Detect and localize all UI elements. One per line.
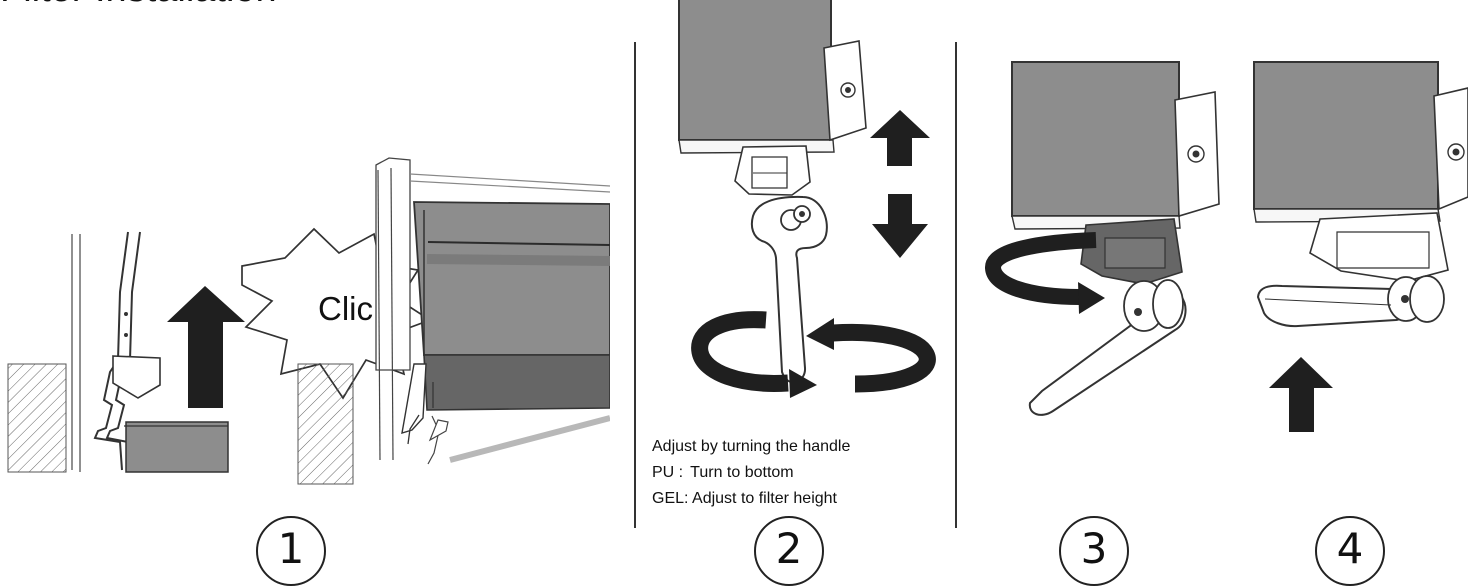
step-4-badge: 4 [1315,516,1385,586]
instructions-block: Adjust by turning the handle PU : Turn t… [652,434,850,512]
step-4-diagram [1246,54,1468,444]
instruction-line-3: GEL: Adjust to filter height [652,486,850,512]
clic-callout-text: Clic [318,290,373,327]
filter-housing [1011,61,1220,285]
up-arrow-icon [1269,357,1333,432]
up-arrow-icon [870,110,930,166]
rotate-right-arrow-icon [806,318,936,393]
step-3-diagram [984,54,1220,434]
instruction-line-2: PU : Turn to bottom [652,460,850,486]
step-1-diagram [0,150,610,490]
instruction-value-pu: Turn to bottom [690,464,794,481]
right-bracket-assembly [297,157,610,485]
up-arrow-icon [167,286,245,408]
step-1-badge: 1 [256,516,326,586]
down-arrow-icon [872,194,928,258]
divider-left [634,42,636,528]
filter-housing [678,0,867,196]
rotated-handle [1028,279,1187,416]
page-title: Filter Installation [0,0,277,11]
step-3-badge: 3 [1059,516,1129,586]
instruction-key-pu: PU : [652,464,684,481]
rotate-arrow-icon [985,232,1105,314]
instruction-key-gel: GEL: [652,490,689,507]
instruction-line-1: Adjust by turning the handle [652,438,851,455]
rotate-left-arrow-icon [691,311,817,398]
divider-right [955,42,957,528]
step-2-diagram [656,0,946,420]
instruction-value-gel: Adjust to filter height [692,490,837,507]
left-wall-bracket [7,231,229,473]
filter-housing [1253,61,1468,282]
adjustment-handle [750,195,828,384]
step-2-badge: 2 [754,516,824,586]
folded-handle [1256,275,1445,328]
